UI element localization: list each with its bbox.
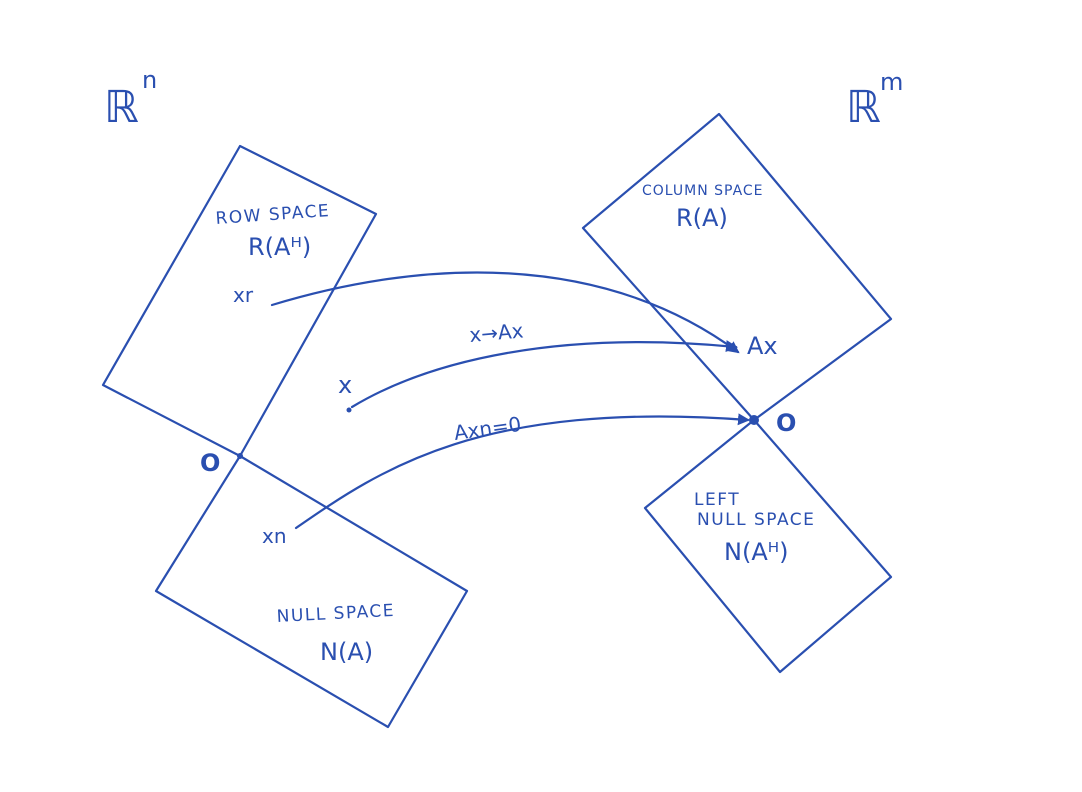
- rm-exponent: m: [880, 68, 903, 96]
- rm-base: ℝ: [846, 82, 881, 133]
- point-xr-label: xr: [233, 283, 254, 307]
- point-xn-label: xn: [262, 524, 287, 548]
- rn-label: ℝ n: [104, 66, 157, 133]
- row-space-title: ROW SPACE: [215, 201, 331, 229]
- left-null-space-box: [643, 418, 893, 674]
- column-space-title: COLUMN SPACE: [642, 183, 764, 199]
- arrow-xr-to-ax: [270, 271, 740, 354]
- column-space-symbol: R(A): [676, 204, 728, 232]
- null-space-box: [154, 454, 469, 729]
- row-space-symbol: R(Aᴴ): [248, 233, 311, 261]
- arrow-xn-to-zero: [294, 413, 750, 530]
- point-x-dot: [346, 407, 352, 413]
- point-ax-label: Ax: [747, 332, 778, 360]
- left-null-title-line1: LEFT: [694, 490, 740, 510]
- origin-left-dot: [237, 453, 243, 459]
- rm-label: ℝ m: [846, 68, 903, 133]
- null-space-symbol: N(A): [320, 638, 373, 666]
- origin-right-label: O: [776, 409, 796, 437]
- rn-exponent: n: [142, 66, 157, 94]
- column-space-box: [581, 112, 893, 422]
- point-x-label: x: [338, 371, 352, 399]
- mapping-label: x→Ax: [468, 318, 524, 347]
- left-null-symbol: N(Aᴴ): [724, 538, 788, 566]
- left-null-title-line2: NULL SPACE: [697, 510, 815, 530]
- rn-base: ℝ: [104, 82, 139, 133]
- null-space-title: NULL SPACE: [276, 601, 395, 627]
- arrow-x-to-ax: [350, 340, 738, 409]
- origin-right-dot: [749, 415, 759, 425]
- origin-left-label: O: [200, 449, 220, 477]
- null-mapping-label: Axn=0: [452, 412, 522, 445]
